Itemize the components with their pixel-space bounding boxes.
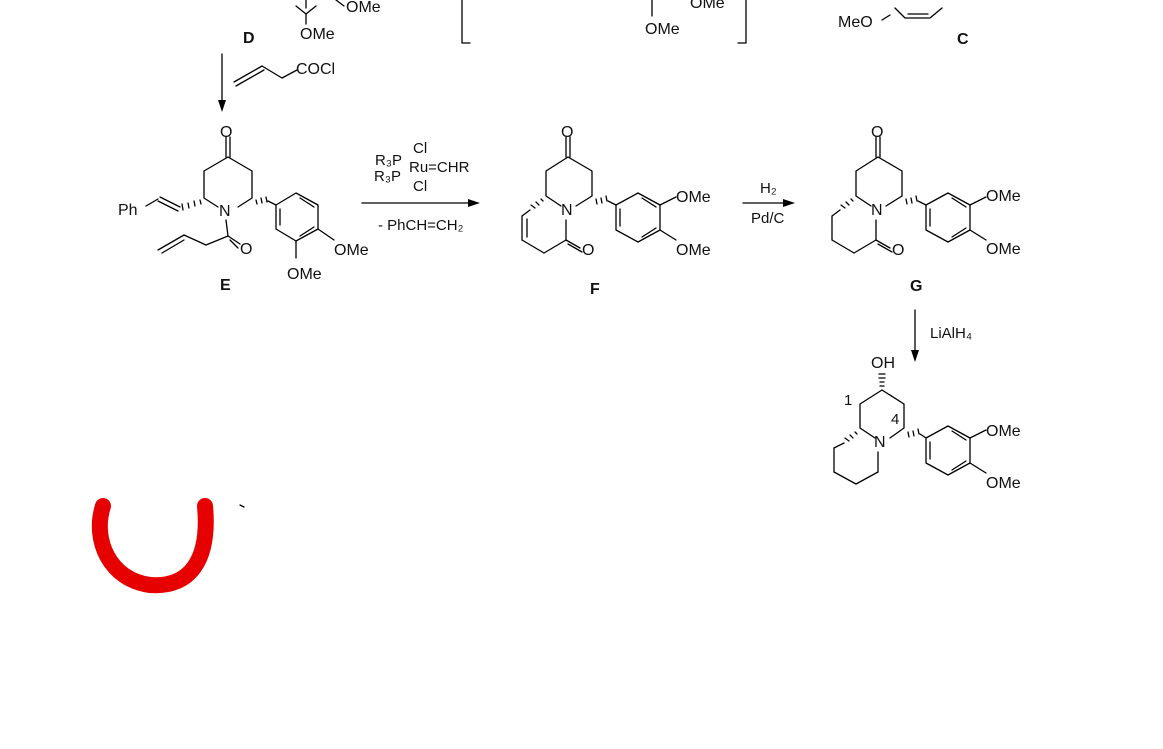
reagent-h2: H₂ bbox=[760, 180, 777, 197]
structure-product: OH 1 4 N OMe bbox=[833, 355, 1021, 492]
f-ome-1: OMe bbox=[676, 189, 711, 206]
f-ketone-o: O bbox=[561, 124, 573, 141]
compound-label-D: D bbox=[243, 30, 255, 47]
red-annotation-mark bbox=[91, 498, 245, 594]
e-amide-o: O bbox=[240, 241, 252, 258]
product-locant-1: 1 bbox=[844, 392, 852, 409]
catalyst-r3p-top: R₃P bbox=[375, 152, 402, 169]
reagent-lialh4: LiAlH₄ bbox=[930, 325, 972, 342]
reagent-pd-c: Pd/C bbox=[751, 210, 785, 227]
cocl-label: COCl bbox=[296, 61, 335, 78]
f-nitrogen: N bbox=[561, 202, 573, 219]
structure-G: O N O OMe OMe bbox=[831, 124, 1021, 259]
structure-C-fragment: MeO bbox=[838, 7, 943, 31]
meo-label-c: MeO bbox=[838, 14, 873, 31]
product-locant-4: 4 bbox=[891, 411, 899, 428]
e-ome-2: OMe bbox=[287, 266, 322, 283]
ome-label-mid-1: OMe bbox=[690, 0, 725, 12]
product-nitrogen: N bbox=[874, 434, 886, 451]
g-ketone-o: O bbox=[871, 124, 883, 141]
f-ome-2: OMe bbox=[676, 242, 711, 259]
f-amide-o: O bbox=[582, 242, 594, 259]
e-phenyl-label: Ph bbox=[118, 202, 138, 219]
e-ome-1: OMe bbox=[334, 242, 369, 259]
compound-label-F: F bbox=[590, 281, 600, 298]
g-ome-1: OMe bbox=[986, 188, 1021, 205]
e-ketone-o: O bbox=[220, 124, 232, 141]
reagent-butenoyl-chloride: COCl bbox=[233, 61, 335, 87]
ome-label-mid-2: OMe bbox=[645, 21, 680, 38]
byproduct-styrene: - PhCH=CH₂ bbox=[378, 217, 464, 234]
compound-label-E: E bbox=[220, 277, 231, 294]
catalyst-grubbs: R₃P R₃P Cl Ru=CHR Cl bbox=[374, 140, 470, 195]
ome-label-d-1: OMe bbox=[346, 0, 381, 16]
g-ome-2: OMe bbox=[986, 241, 1021, 258]
g-nitrogen: N bbox=[871, 202, 883, 219]
compound-label-G: G bbox=[910, 278, 922, 295]
product-hydroxyl: OH bbox=[871, 355, 895, 372]
catalyst-cl-bottom: Cl bbox=[413, 178, 427, 195]
product-ome-1: OMe bbox=[986, 423, 1021, 440]
compound-label-C: C bbox=[957, 31, 969, 48]
product-ome-2: OMe bbox=[986, 475, 1021, 492]
arrow-e-to-f bbox=[361, 199, 480, 207]
catalyst-cl-top: Cl bbox=[413, 140, 427, 157]
catalyst-r3p-bottom: R₃P bbox=[374, 168, 401, 185]
ome-label-d-2: OMe bbox=[300, 26, 335, 43]
g-amide-o: O bbox=[892, 242, 904, 259]
arrow-f-to-g bbox=[742, 199, 795, 207]
bracket-intermediate: OMe OMe bbox=[461, 0, 747, 44]
structure-E: O N Ph OMe OMe O bbox=[118, 124, 369, 283]
arrow-d-to-e bbox=[218, 53, 226, 112]
arrow-g-to-product bbox=[911, 309, 919, 362]
structure-D-fragment: OMe OMe bbox=[295, 0, 381, 43]
structure-F: O N O OMe OMe bbox=[521, 124, 711, 259]
catalyst-ru: Ru=CHR bbox=[409, 159, 470, 176]
e-nitrogen: N bbox=[219, 203, 231, 220]
